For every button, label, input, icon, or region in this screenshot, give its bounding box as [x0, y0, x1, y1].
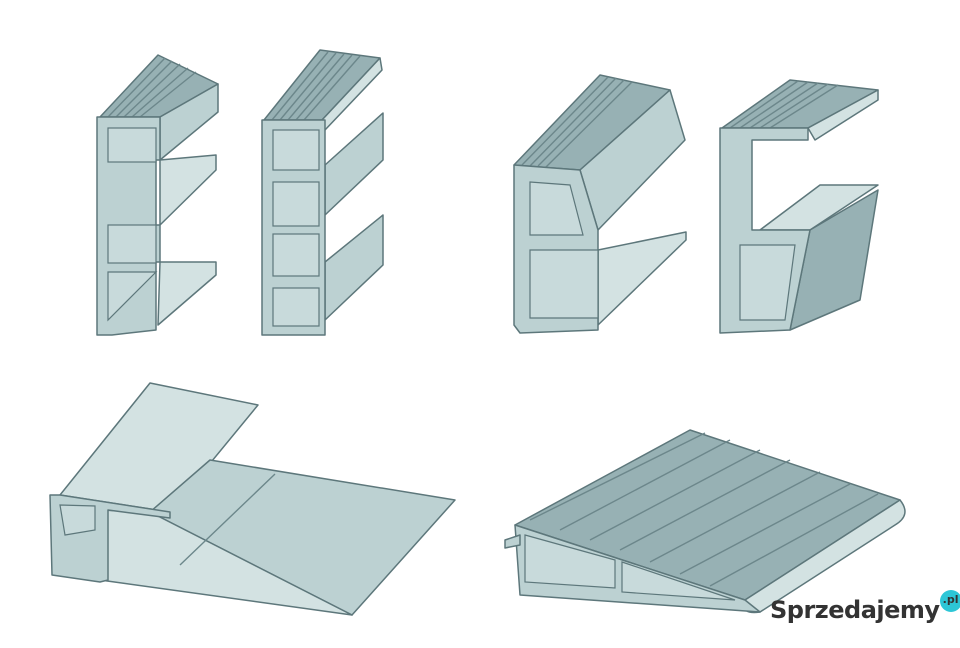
profile-6	[504, 429, 906, 614]
profile-3	[513, 74, 687, 334]
profile-1	[96, 54, 219, 336]
profile-5	[49, 382, 456, 616]
profile-2	[261, 49, 384, 336]
sprzedajemy-logo-watermark: Sprzedajemy.pl	[770, 590, 960, 624]
profile-4	[719, 79, 879, 334]
logo-pl-badge: .pl	[939, 590, 960, 612]
